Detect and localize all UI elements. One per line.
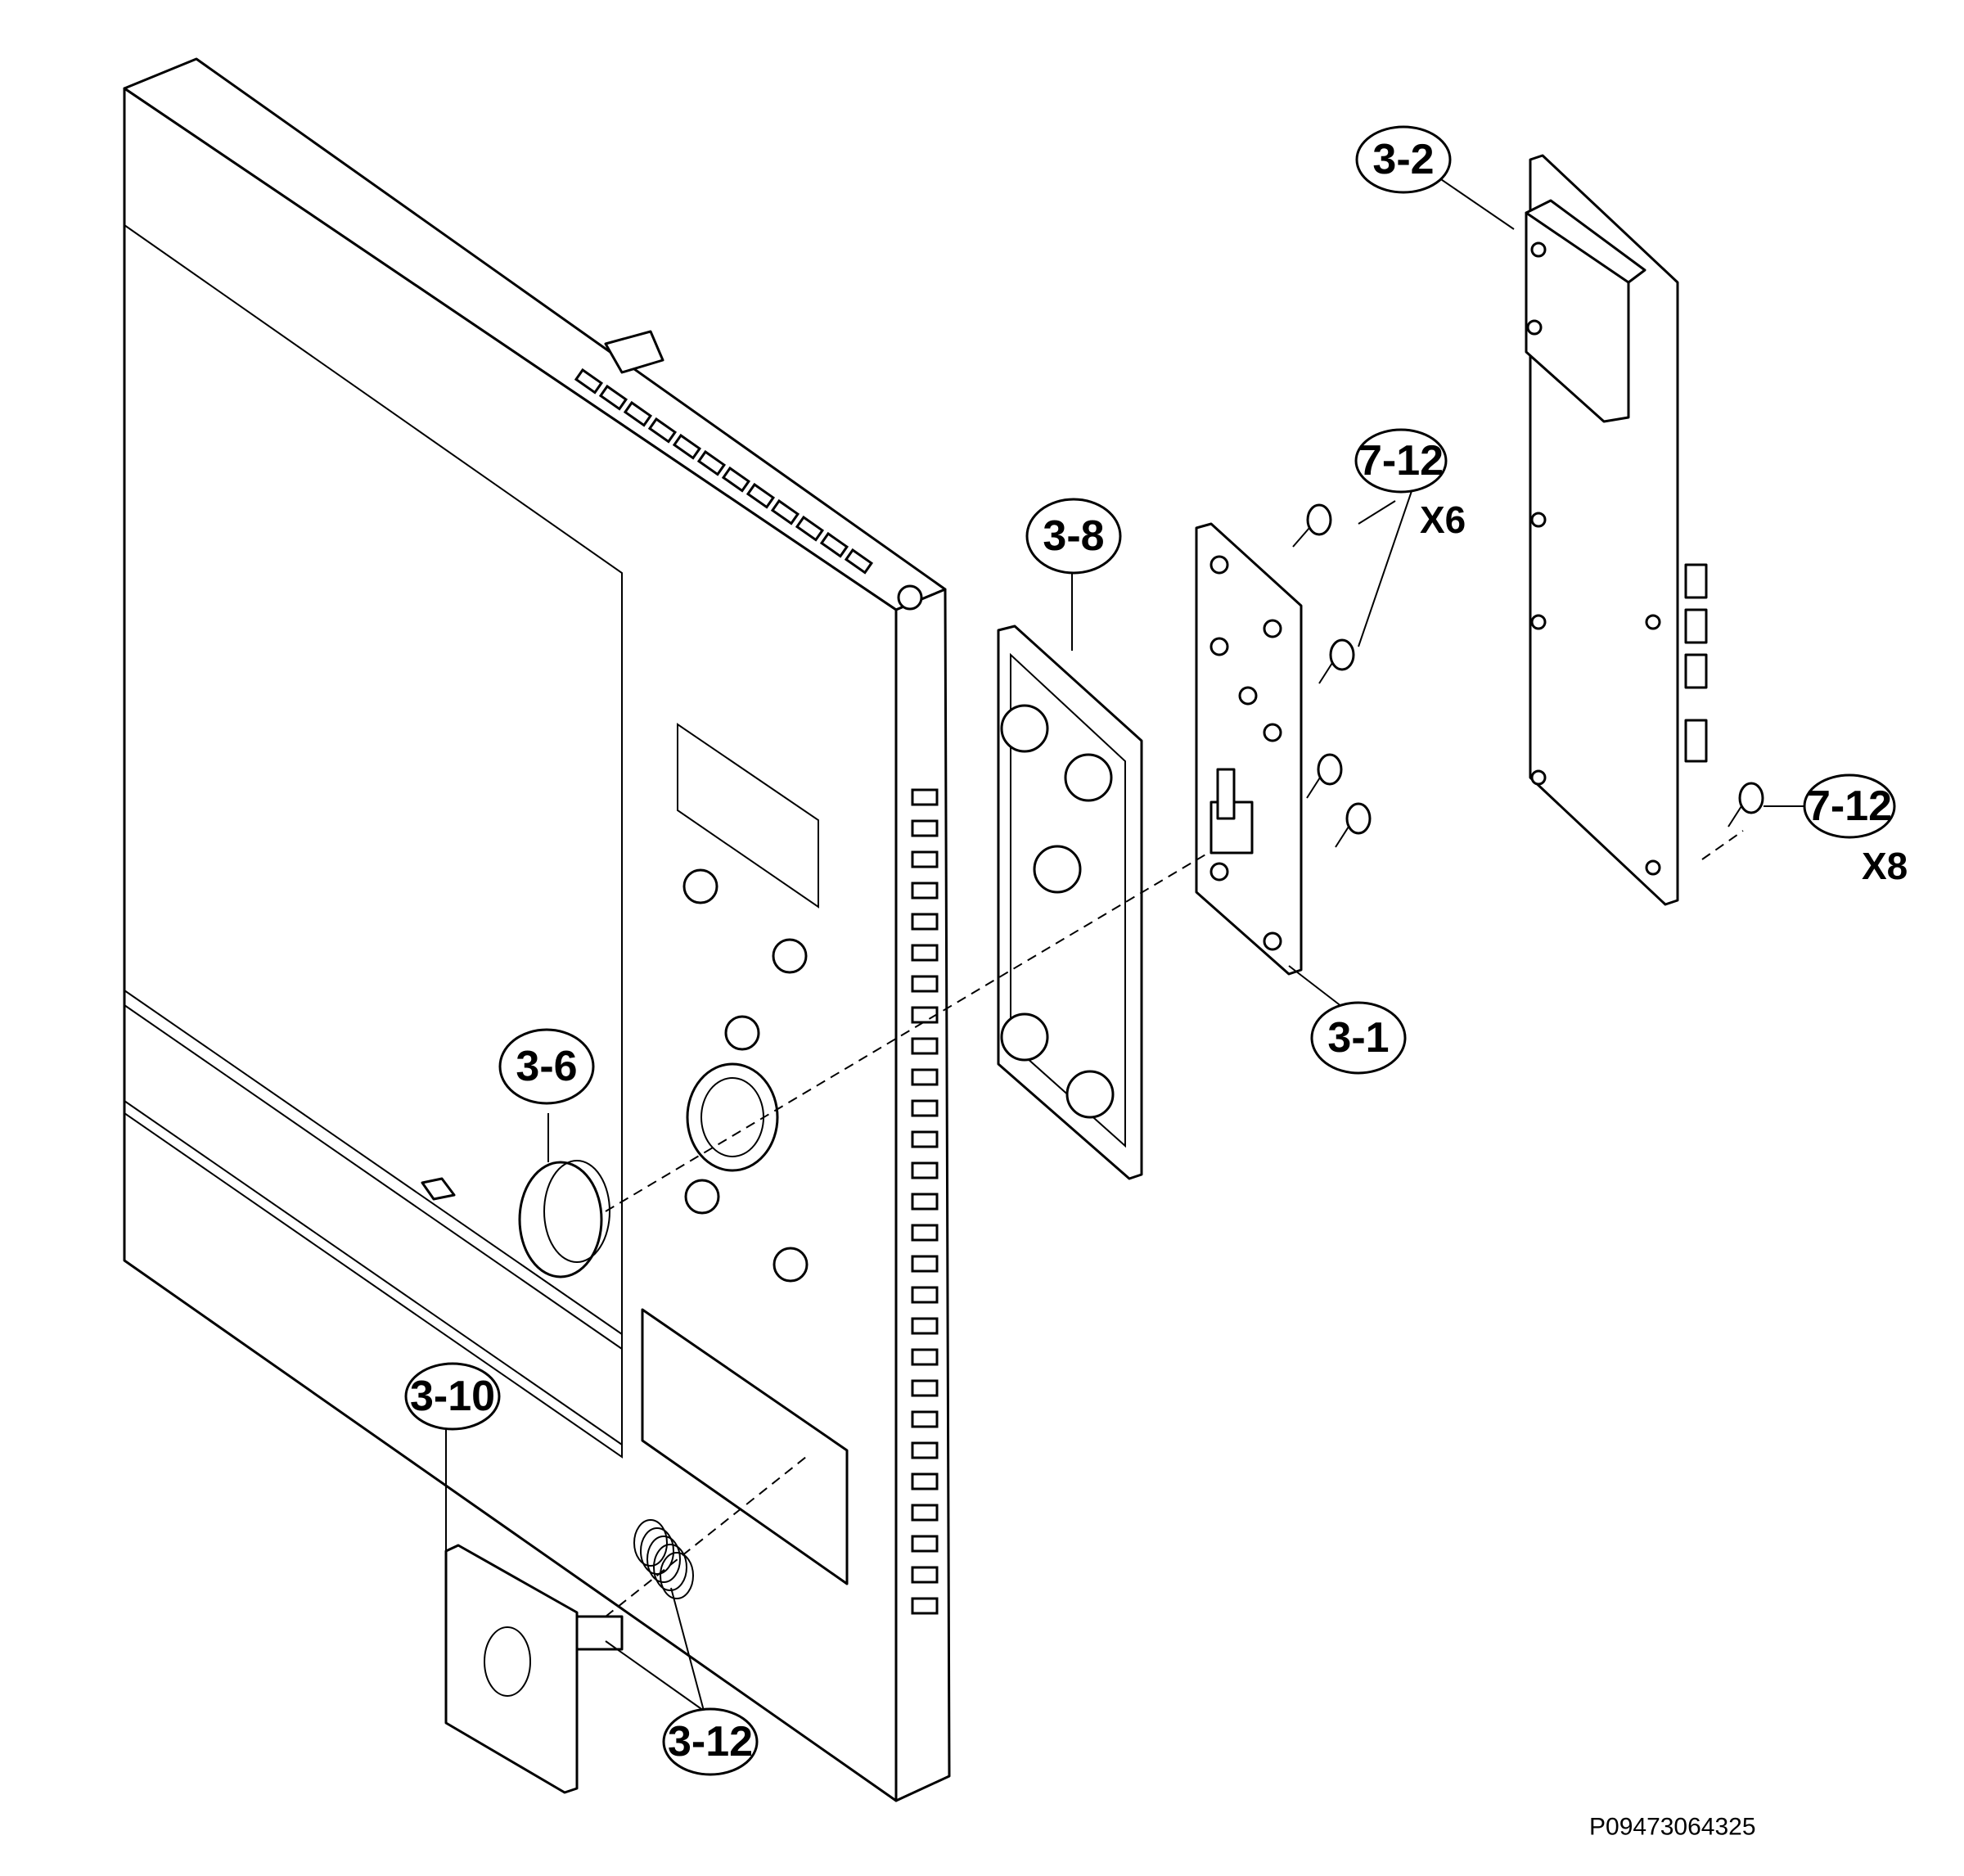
side-vent-slots — [911, 788, 939, 1615]
callout-3-2: 3-2 — [1355, 125, 1452, 194]
button-gasket-part-3-8 — [997, 625, 1143, 1180]
callout-ellipse — [404, 1362, 501, 1431]
spring-part-3-12 — [633, 1519, 694, 1599]
assembly-lines — [605, 830, 1744, 1617]
callout-label: 3-2 — [1372, 136, 1434, 183]
callout-3-1: 3-1 — [1310, 1001, 1407, 1075]
callout-label: 3-6 — [516, 1043, 577, 1090]
knob-part-3-6 — [518, 1160, 610, 1278]
callout-label: 7-12 — [1358, 437, 1444, 485]
callout-label: 3-12 — [668, 1718, 753, 1766]
callout-7-12-panel: 7-12 X8 — [1803, 773, 1908, 887]
callout-label: 3-10 — [410, 1373, 495, 1420]
quantity-x8: X8 — [1862, 845, 1908, 887]
screws-part-7-12 — [1292, 503, 1764, 848]
callout-ellipse — [1025, 498, 1122, 575]
callout-3-8: 3-8 — [1025, 498, 1122, 575]
control-panel-frame — [123, 57, 951, 1802]
callout-label: 3-1 — [1327, 1014, 1389, 1062]
control-board-part-3-1 — [1195, 522, 1303, 976]
callout-ellipse — [498, 1028, 595, 1105]
callout-7-12-board: 7-12 X6 — [1354, 428, 1466, 541]
callout-ellipse — [1310, 1001, 1407, 1075]
callout-ellipse — [1355, 125, 1452, 194]
callout-ellipse — [1354, 428, 1448, 494]
callout-label: 3-8 — [1043, 512, 1104, 560]
drawing-reference-number: P09473064325 — [1589, 1814, 1756, 1841]
callout-ellipse — [1803, 773, 1896, 839]
door-latch-button-part-3-10 — [444, 1544, 624, 1794]
leader-lines — [445, 175, 1813, 1711]
callout-3-10: 3-10 — [404, 1362, 501, 1431]
callout-label: 7-12 — [1807, 782, 1892, 830]
power-board-part-3-2 — [1525, 154, 1708, 906]
quantity-x6: X6 — [1420, 498, 1466, 541]
callout-ellipse — [662, 1707, 759, 1776]
callout-3-12: 3-12 — [662, 1707, 759, 1776]
callout-3-6: 3-6 — [498, 1028, 595, 1105]
